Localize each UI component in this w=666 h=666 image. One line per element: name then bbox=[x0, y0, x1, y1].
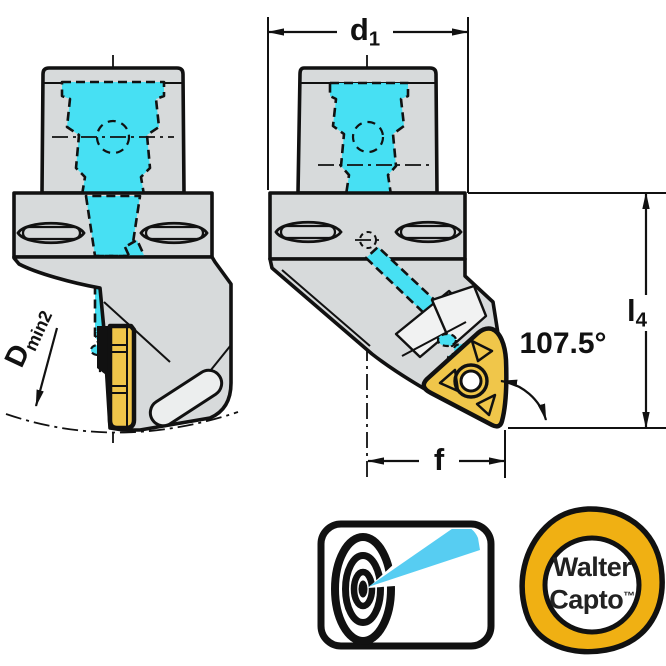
left-view bbox=[5, 55, 239, 443]
clamp-screw-left bbox=[148, 368, 224, 428]
capto-logo-text: Walter Capto™ bbox=[549, 552, 635, 615]
right-flange-groove-right bbox=[394, 220, 463, 244]
coolant-funnel-left bbox=[84, 194, 142, 258]
walter-capto-logo bbox=[519, 506, 665, 655]
dim-l4-label: l4 bbox=[614, 295, 660, 332]
capto-logo-circle bbox=[542, 535, 642, 635]
insert-clamp-top bbox=[430, 284, 488, 348]
cutting-insert-front bbox=[107, 323, 137, 431]
dim-d1-label: d1 bbox=[337, 14, 393, 51]
precision-coolant-logo bbox=[317, 520, 495, 650]
corner-angle-arc bbox=[500, 379, 548, 421]
dmin2-leader-arrow bbox=[34, 327, 59, 407]
left-flange-groove-left bbox=[16, 221, 86, 245]
dmin2-bore-arc bbox=[5, 411, 239, 434]
right-flange-groove-left bbox=[274, 220, 343, 244]
left-flange-groove-right bbox=[139, 221, 209, 245]
dim-f-label: f bbox=[419, 444, 459, 475]
insert-hole bbox=[459, 369, 483, 393]
right-head bbox=[268, 257, 501, 394]
insert-hole-ring bbox=[453, 363, 489, 399]
corner-angle-label: 107.5° bbox=[519, 327, 607, 360]
clamp-finger-left bbox=[97, 326, 110, 378]
coolant-beam-icon bbox=[368, 529, 480, 587]
coolant-target-icon bbox=[331, 529, 487, 645]
right-view bbox=[268, 55, 509, 478]
